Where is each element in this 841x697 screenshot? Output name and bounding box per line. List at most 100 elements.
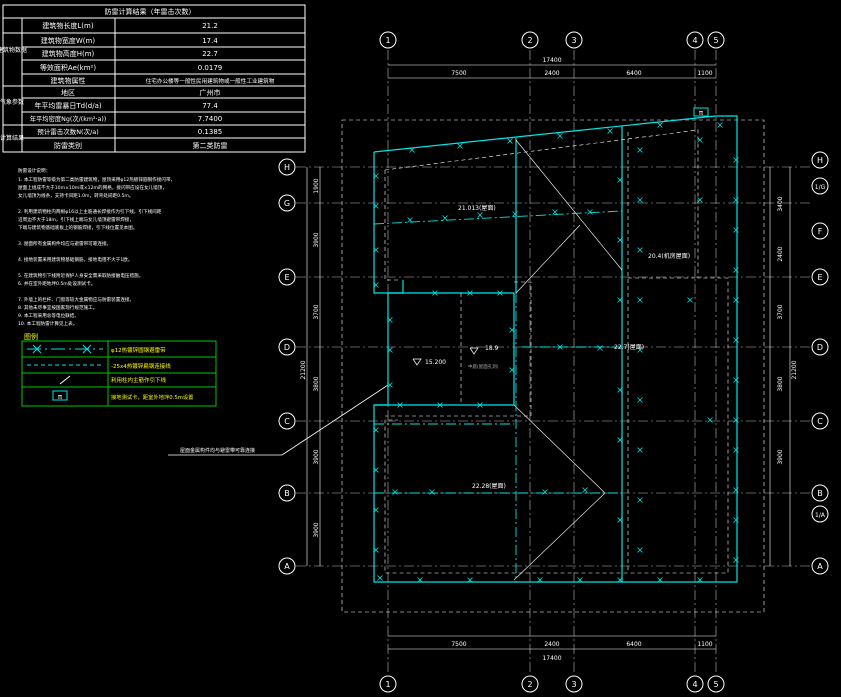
support-mark [477,212,483,218]
note-line: 3. 屋面所有金属构件均应与避雷带可靠连接。 [18,240,111,247]
support-mark [373,282,379,288]
roof-annotations: 21.013(屋面) 20.4(机房屋面) 15.200 18.9 中庭(屋面孔… [425,205,690,490]
row-label-left: A [284,562,290,571]
support-mark [707,417,713,423]
support-mark [509,367,515,373]
row-label-right: 1/G [815,184,826,191]
support-mark [373,547,379,553]
row-label: 年平均密度Ng(次/(km²·a)) [30,114,107,123]
support-mark [637,547,643,553]
support-mark [429,489,435,495]
axis-bubbles [278,31,829,693]
row-label: 建筑物宽度W(m) [41,36,95,45]
support-mark [387,382,393,388]
support-mark [637,197,643,203]
support-mark [617,237,623,243]
annotation-roof-top: 21.013(屋面) [458,205,496,212]
support-mark [617,577,623,583]
note-line: 沿周边不大于18m，引下线上端与女儿墙顶避雷带焊接， [18,216,134,223]
support-mark [657,122,663,128]
support-mark [373,203,379,209]
support-mark [373,507,379,513]
support-mark [467,290,473,296]
dim-left-total: 21200 [300,360,307,379]
row-label-left: G [284,199,290,208]
dim-top: 6400 [626,70,641,77]
support-mark [542,489,548,495]
support-mark [507,138,513,144]
dimension-lines [306,64,791,650]
col-label-bottom: 2 [527,680,532,689]
callout: 屋面金属构件均与避雷带可靠连接 [168,384,389,456]
row-label-left: D [284,343,290,352]
legend-item: 接地测试卡，距室外地坢0.5m设置 [111,393,193,401]
support-mark [512,211,518,217]
grid-lines [296,50,810,674]
slope-lines [513,139,623,581]
note-line: 10. 本工程防雷计算见上表。 [18,320,77,327]
group-label-building: 建筑物数据 [0,46,27,54]
test-card-icon: π [693,107,709,117]
row-label-right: A [817,562,823,571]
support-marks [373,122,739,583]
row-label-right: B [817,489,823,498]
dim-bottom: 6400 [626,641,641,648]
annotation-level-18: 18.9 [485,345,499,352]
legend-title: 图例 [24,332,38,341]
support-mark [637,397,643,403]
dim-top: 2400 [544,70,559,77]
support-mark [552,209,558,215]
support-mark [597,345,603,351]
col-label-top: 1 [385,36,390,45]
row-value: 22.7 [202,50,218,58]
support-mark [373,173,379,179]
support-mark [617,517,623,523]
support-mark [617,437,623,443]
note-line: 9. 本工程采用总等电位联结。 [18,312,79,319]
col-label-top: 4 [692,36,697,45]
row-label-right: H [817,156,823,165]
row-value: 21.2 [202,22,218,30]
support-mark [582,487,588,493]
support-mark [687,297,693,303]
test-card-glyph: π [699,109,704,117]
dim-right-total: 21200 [791,360,798,379]
support-mark [557,133,563,139]
conductor-mesh [373,210,623,582]
row-label-right: E [817,273,822,282]
group-label-result: 计算结果 [0,134,24,142]
note-line: 下端与建筑物基础底板上的钢筋焊接，引下线位置见本图。 [18,224,137,231]
site-boundary [341,119,765,613]
support-mark [397,402,403,408]
dim-left: 3900 [313,232,320,247]
dim-left: 3700 [313,304,320,319]
row-label: 建筑物长度L(m) [42,21,93,30]
calc-table-header: 防雷计算结果（年雷击次数） [105,7,196,16]
row-label: 等效面积Ae(km²) [40,63,96,72]
note-line: 7. 外墙上的栏杆、门窗等较大金属物应与防雷装置连接。 [18,296,134,303]
dim-right: 3800 [777,376,784,391]
col-label-top: 5 [713,36,718,45]
roof-outline [373,115,738,583]
group-label-weather: 气象参数 [0,98,24,106]
col-label-bottom: 3 [571,680,576,689]
support-mark [637,347,643,353]
note-line: 1. 本工程防雷等级为第二类防雷建筑物，屋顶采用φ12热镀锌圆钢作接闪带， [18,176,175,183]
row-value: 住宅办公楼等一般性民用建筑物或一般性工业建筑物 [146,77,275,85]
support-mark [733,197,739,203]
legend-item: -25x4热镀锌扁钢连接线 [111,362,171,370]
note-line: 6. 并在室外距地坢0.5m处设测试卡。 [18,280,95,287]
inner-parapet [384,129,729,574]
row-label: 防雷类别 [54,141,82,150]
support-mark [717,122,723,128]
support-mark [587,209,593,215]
row-label: 建筑物高度H(m) [42,49,95,58]
dim-left: 3900 [313,522,320,537]
support-mark [733,417,739,423]
row-label-left: H [284,163,290,172]
legend: 图例 π φ12热镀锌圆钢避雷带 -25x4热镀锌扁钢连接线 利用柱内主筋作引下… [21,332,217,407]
dim-total-bottom: 17400 [542,655,561,662]
support-mark [442,215,448,221]
row-label-right: D [817,343,823,352]
support-mark [617,387,623,393]
